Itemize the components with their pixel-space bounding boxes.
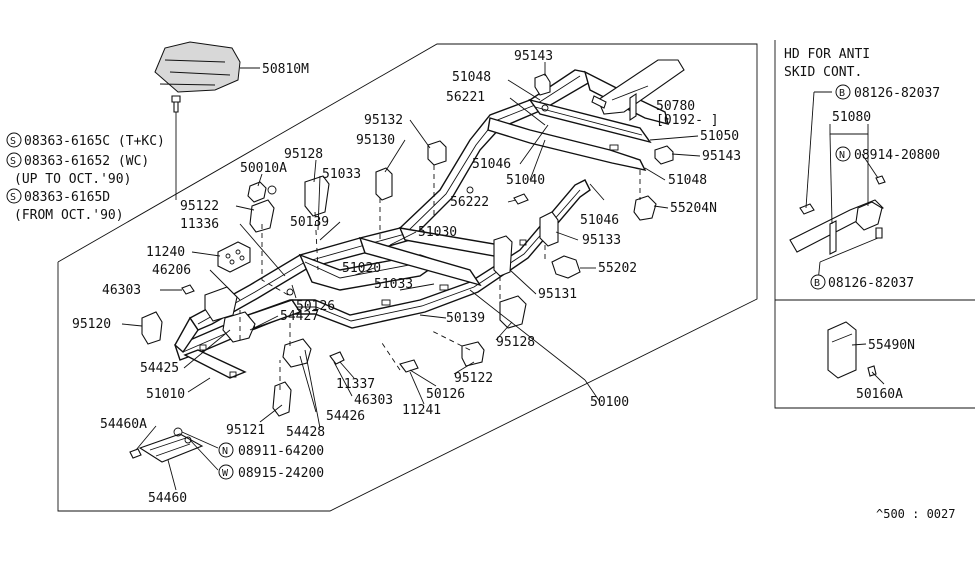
screw-symbol-s: S xyxy=(10,136,16,147)
label-11240: 11240 xyxy=(146,245,185,260)
screw-note-3: 08363-6165D xyxy=(24,190,110,205)
label-95121: 95121 xyxy=(226,423,265,438)
label-54460A: 54460A xyxy=(100,417,147,432)
label-51046: 51046 xyxy=(472,157,511,172)
label-51033: 51033 xyxy=(374,277,413,292)
screw-note-3-date: (FROM OCT.'90) xyxy=(14,208,124,223)
label-50126: 50126 xyxy=(296,299,335,314)
label-54428: 54428 xyxy=(286,425,325,440)
label-08126-82037: 08126-82037 xyxy=(828,276,914,291)
inset-box-outline xyxy=(774,40,975,409)
nut-symbol-n: N xyxy=(222,446,228,457)
label-51048: 51048 xyxy=(668,173,707,188)
label-95128: 95128 xyxy=(496,335,535,350)
label-50810M: 50810M xyxy=(262,62,309,77)
label-46303: 46303 xyxy=(102,283,141,298)
inset-parts xyxy=(789,175,886,379)
inset-title-line2: SKID CONT. xyxy=(784,65,862,80)
label-50139: 50139 xyxy=(446,311,485,326)
label-50126: 50126 xyxy=(426,387,465,402)
label-51040: 51040 xyxy=(506,173,545,188)
label-50100: 50100 xyxy=(590,395,629,410)
leader-lines xyxy=(121,62,885,491)
callout-labels: 50810M 95143 51048 56221 50780 [0192- ] … xyxy=(10,47,955,521)
nut-symbol-n: N xyxy=(839,150,845,161)
screw-symbol-s: S xyxy=(10,156,16,167)
label-55490N: 55490N xyxy=(868,338,915,353)
washer-symbol-w: W xyxy=(222,468,229,479)
label-95122: 95122 xyxy=(180,199,219,214)
bolt-symbol-b: B xyxy=(814,278,820,289)
screw-note-2: 08363-61652 (WC) xyxy=(24,154,149,169)
label-11241: 11241 xyxy=(402,403,441,418)
label-50780: 50780 xyxy=(656,99,695,114)
label-46303: 46303 xyxy=(354,393,393,408)
label-08915-24200: 08915-24200 xyxy=(238,466,324,481)
label-51046: 51046 xyxy=(580,213,619,228)
label-56221: 56221 xyxy=(446,90,485,105)
inset-title-line1: HD FOR ANTI xyxy=(784,47,870,62)
label-51050: 51050 xyxy=(700,129,739,144)
label-95143: 95143 xyxy=(514,49,553,64)
screw-symbol-s: S xyxy=(10,192,16,203)
label-51048: 51048 xyxy=(452,70,491,85)
label-51010: 51010 xyxy=(146,387,185,402)
label-54426: 54426 xyxy=(326,409,365,424)
symbol-circles xyxy=(6,84,851,480)
label-51020: 51020 xyxy=(342,261,381,276)
label-46206: 46206 xyxy=(152,263,191,278)
label-50780-range: [0192- ] xyxy=(656,113,719,128)
label-50160A: 50160A xyxy=(856,387,903,402)
label-11337: 11337 xyxy=(336,377,375,392)
label-95122: 95122 xyxy=(454,371,493,386)
bolt-symbol-b: B xyxy=(839,88,845,99)
reference-code: ^500 : 0027 xyxy=(876,507,955,521)
label-51030: 51030 xyxy=(418,225,457,240)
screw-note-2-date: (UP TO OCT.'90) xyxy=(14,172,131,187)
label-54427: 54427 xyxy=(280,309,319,324)
label-08914-20800: 08914-20800 xyxy=(854,148,940,163)
label-95131: 95131 xyxy=(538,287,577,302)
label-50010A: 50010A xyxy=(240,161,287,176)
label-54460: 54460 xyxy=(148,491,187,506)
label-95132: 95132 xyxy=(364,113,403,128)
label-55204N: 55204N xyxy=(670,201,717,216)
label-95130: 95130 xyxy=(356,133,395,148)
label-54425: 54425 xyxy=(140,361,179,376)
dashed-leaders xyxy=(239,165,641,390)
label-11336: 11336 xyxy=(180,217,219,232)
assembly-outline xyxy=(57,43,758,512)
label-95120: 95120 xyxy=(72,317,111,332)
screw-note-1: 08363-6165C (T+KC) xyxy=(24,134,165,149)
label-08911-64200: 08911-64200 xyxy=(238,444,324,459)
label-95128: 95128 xyxy=(284,147,323,162)
label-08126-82037: 08126-82037 xyxy=(854,86,940,101)
label-55202: 55202 xyxy=(598,261,637,276)
label-51080: 51080 xyxy=(832,110,871,125)
label-56222: 56222 xyxy=(450,195,489,210)
label-51033: 51033 xyxy=(322,167,361,182)
label-95133: 95133 xyxy=(582,233,621,248)
brackets xyxy=(129,41,685,463)
label-95143: 95143 xyxy=(702,149,741,164)
label-50139: 50139 xyxy=(290,215,329,230)
